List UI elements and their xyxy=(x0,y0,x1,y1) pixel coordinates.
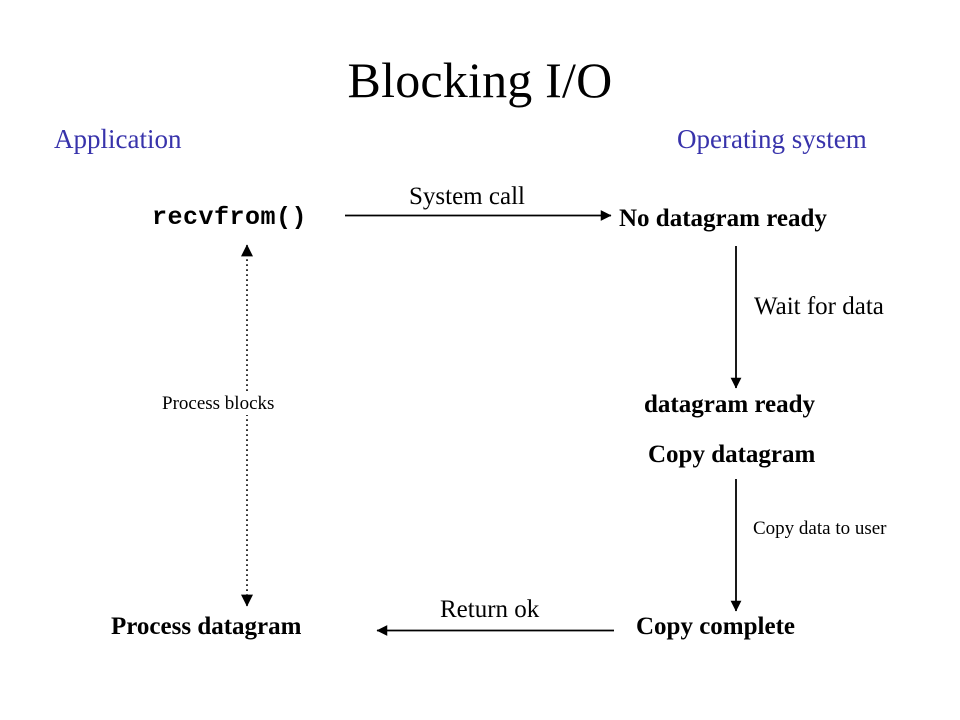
node-datagram-ready: datagram ready xyxy=(644,391,816,418)
edge-label-process-blocks: Process blocks xyxy=(161,393,276,415)
node-copy-datagram: Copy datagram xyxy=(648,441,816,468)
page-title: Blocking I/O xyxy=(347,52,613,108)
node-no-datagram-ready: No datagram ready xyxy=(619,205,827,232)
column-header-application: Application xyxy=(54,124,182,154)
node-process-datagram: Process datagram xyxy=(111,613,302,640)
edge-label-copy-data-to-user: Copy data to user xyxy=(753,518,887,539)
column-header-operating-system: Operating system xyxy=(677,124,867,154)
node-copy-complete: Copy complete xyxy=(636,613,795,640)
node-recvfrom: recvfrom() xyxy=(152,203,308,232)
edge-label-wait-for-data: Wait for data xyxy=(754,293,884,320)
edge-label-return-ok: Return ok xyxy=(440,596,540,623)
edge-label-system-call: System call xyxy=(409,183,525,210)
